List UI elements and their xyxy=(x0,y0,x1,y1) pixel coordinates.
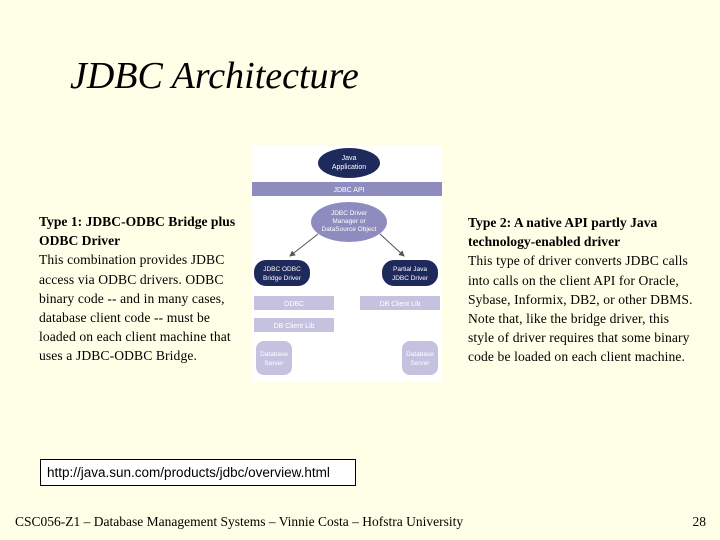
arrow-to-bridge xyxy=(289,233,319,257)
partial-driver-label-2: JDBC Driver xyxy=(392,275,429,282)
bridge-driver-node xyxy=(254,260,310,286)
driver-manager-label-2: Manager or xyxy=(332,218,366,225)
type2-description: Type 2: A native API partly Java technol… xyxy=(468,213,698,367)
database-server-left-label-1: Database xyxy=(260,351,288,358)
db-client-lib-right-label: DB Client Lib xyxy=(380,301,421,308)
bridge-driver-label-1: JDBC ODBC xyxy=(263,266,301,273)
odbc-layer xyxy=(254,296,334,310)
type1-heading: Type 1: JDBC-ODBC Bridge plus ODBC Drive… xyxy=(39,214,236,249)
partial-driver-node xyxy=(382,260,438,286)
slide-title: JDBC Architecture xyxy=(70,55,359,97)
java-application-node xyxy=(318,148,380,178)
bridge-driver-label-2: Bridge Driver xyxy=(263,275,302,282)
db-client-lib-left-label: DB Client Lib xyxy=(274,323,315,330)
db-client-lib-right xyxy=(360,296,440,310)
type2-body: This type of driver converts JDBC calls … xyxy=(468,253,693,365)
database-server-left xyxy=(256,341,292,375)
db-client-lib-left xyxy=(254,318,334,332)
page-number: 28 xyxy=(692,514,707,529)
jdbc-api-bar xyxy=(252,182,442,196)
java-application-label-1: Java xyxy=(342,155,357,162)
driver-manager-node xyxy=(311,202,387,242)
database-server-right-label-2: Server xyxy=(410,360,430,367)
arrow-to-partial xyxy=(379,233,405,257)
partial-driver-label-1: Partial Java xyxy=(393,266,427,273)
driver-manager-label-3: DataSource Object xyxy=(322,226,377,233)
database-server-right xyxy=(402,341,438,375)
driver-manager-label-1: JDBC Driver xyxy=(331,210,368,217)
odbc-label: ODBC xyxy=(284,301,304,308)
type2-heading: Type 2: A native API partly Java technol… xyxy=(468,215,658,250)
database-server-right-label-1: Database xyxy=(406,351,434,358)
reference-url-link[interactable]: http://java.sun.com/products/jdbc/overvi… xyxy=(40,459,356,486)
type1-description: Type 1: JDBC-ODBC Bridge plus ODBC Drive… xyxy=(39,212,239,366)
type1-body: This combination provides JDBC access vi… xyxy=(39,252,231,364)
database-server-left-label-2: Server xyxy=(264,360,284,367)
slide-footer: CSC056-Z1 – Database Management Systems … xyxy=(15,514,464,529)
jdbc-architecture-diagram: Java Application JDBC API JDBC Driver Ma… xyxy=(252,146,442,382)
jdbc-api-label: JDBC API xyxy=(333,187,364,194)
java-application-label-2: Application xyxy=(332,164,366,171)
